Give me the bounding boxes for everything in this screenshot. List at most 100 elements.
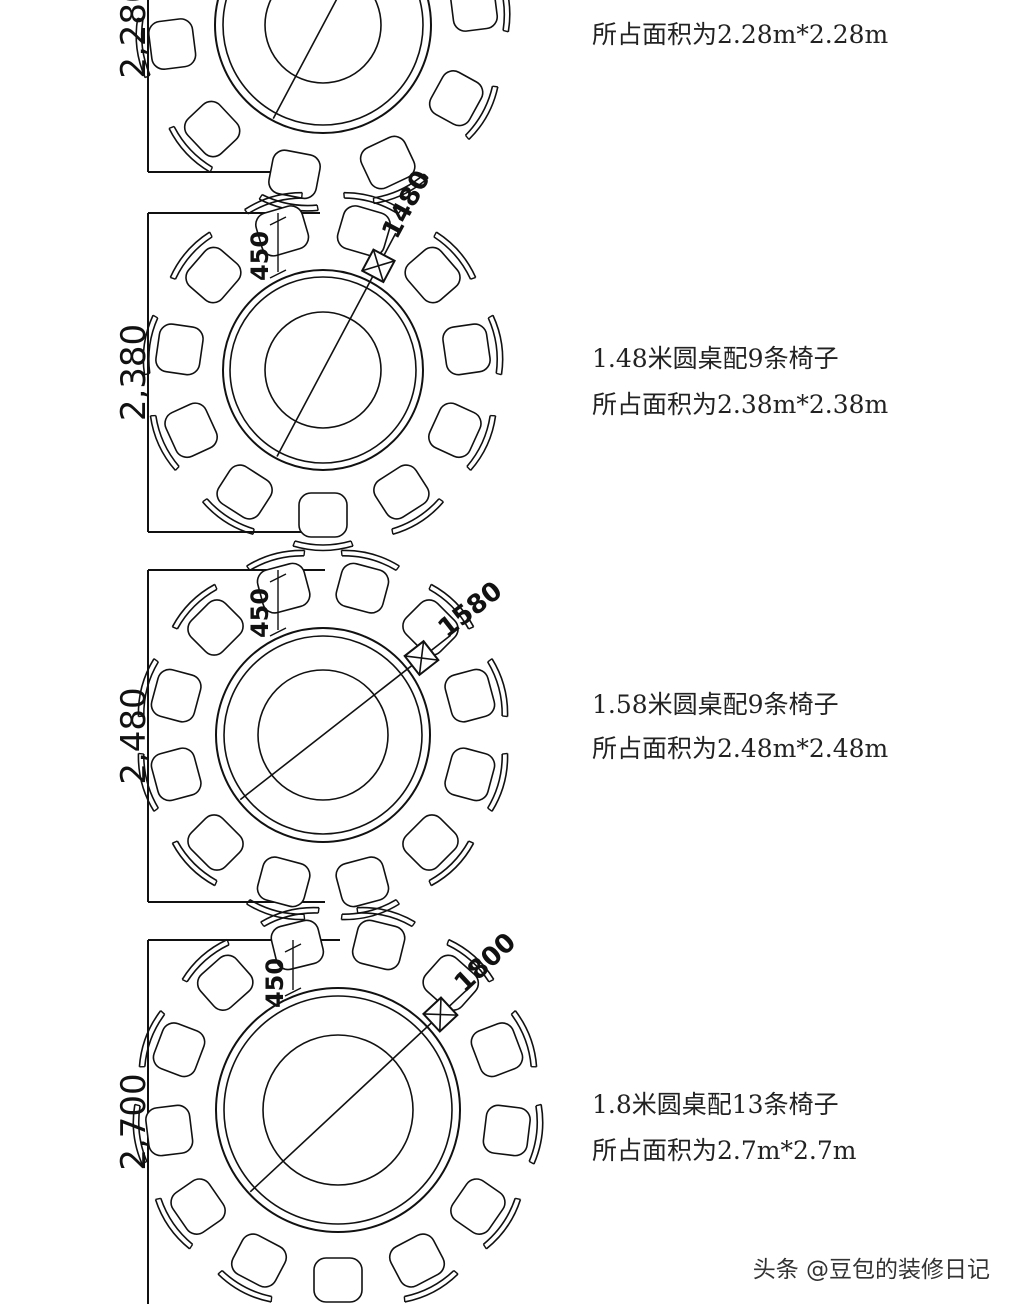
- chair-back-end: [340, 550, 343, 556]
- chair-back-end: [172, 626, 178, 630]
- chair-seat: [170, 1178, 226, 1235]
- chair-back-rail: [404, 1273, 459, 1303]
- chair-seat: [145, 1104, 194, 1157]
- chair-back-rail: [260, 906, 320, 923]
- chair-back-rail: [373, 177, 429, 205]
- chair-back: [482, 1198, 516, 1246]
- caption-2-line-1: 1.48米圆桌配9条椅子: [592, 344, 839, 373]
- chair-seat: [359, 135, 416, 190]
- chair-back: [342, 899, 397, 915]
- chair-back-end: [340, 914, 343, 920]
- chair-back-end: [468, 626, 474, 630]
- chair-back-end: [535, 1103, 542, 1107]
- chair-back-rail: [292, 545, 354, 552]
- chair: [137, 747, 202, 812]
- chair: [335, 856, 400, 921]
- diameter-line: [272, 0, 338, 119]
- chair-seat: [335, 856, 390, 908]
- chair-back-end: [502, 715, 508, 718]
- chair-back-rail: [485, 1199, 522, 1250]
- chair-back-end: [492, 85, 498, 88]
- chair-seat: [444, 747, 496, 802]
- chair-back-rail: [202, 501, 254, 536]
- chair: [359, 135, 429, 205]
- room-size-label: 2,480: [114, 687, 154, 784]
- room-size-label: 2,280: [114, 0, 154, 79]
- chair: [171, 583, 244, 656]
- chair-back-end: [397, 209, 402, 215]
- dimension-marker: [403, 639, 440, 677]
- chair-back: [221, 1269, 272, 1298]
- marker-cross: [438, 997, 442, 1032]
- chair-back-end: [510, 1010, 516, 1015]
- chair-seat: [185, 246, 242, 304]
- chair-back-end: [209, 231, 213, 238]
- chair-back-end: [343, 192, 346, 199]
- lazy-susan: [257, 669, 389, 801]
- chair-back-end: [181, 978, 188, 983]
- chair-back-rail: [500, 0, 511, 32]
- chair-back-end: [403, 1296, 406, 1302]
- chair-back: [487, 317, 499, 374]
- chair-back-end: [487, 807, 493, 812]
- chair-back-rail: [430, 842, 475, 887]
- chair-seat: [152, 1022, 206, 1078]
- chair-back-end: [160, 1010, 166, 1015]
- chair-back-end: [528, 1160, 535, 1165]
- chair-back-end: [246, 565, 251, 571]
- chair-back-end: [391, 528, 394, 535]
- chair-back: [495, 0, 506, 31]
- chair-back: [528, 1105, 539, 1162]
- chair-seat: [256, 856, 311, 908]
- chair: [351, 906, 416, 971]
- chair: [482, 1103, 544, 1165]
- chair-back-end: [155, 1197, 161, 1201]
- chair-back-end: [214, 584, 218, 590]
- chair-back-end: [466, 466, 472, 471]
- chair-back-end: [138, 752, 144, 755]
- chair-back-end: [482, 1243, 487, 1250]
- chair: [292, 492, 354, 552]
- chair-back-rail: [169, 231, 211, 278]
- caption-3-line-2: 所占面积为2.48m*2.48m: [592, 734, 889, 763]
- chair-back-rail: [491, 658, 509, 717]
- chair-back-end: [317, 907, 320, 914]
- chair-seat: [336, 205, 391, 257]
- chair-back-rail: [448, 938, 495, 980]
- chair: [335, 549, 400, 614]
- chair-back: [147, 317, 159, 374]
- lazy-susan: [264, 0, 382, 84]
- chair-back-end: [260, 921, 265, 927]
- chair-back-rail: [470, 415, 497, 471]
- chair: [444, 747, 509, 812]
- chair-back: [160, 1198, 194, 1246]
- chair-depth-tick: [284, 943, 302, 953]
- chair-back-end: [252, 528, 255, 535]
- chair-seat: [351, 919, 406, 971]
- chair: [137, 658, 202, 723]
- chair-back: [357, 912, 413, 928]
- chair-seat: [450, 1178, 506, 1235]
- chair-back: [510, 1013, 532, 1067]
- chair-back: [263, 912, 319, 928]
- chair-seat: [150, 747, 202, 802]
- chair: [168, 100, 241, 173]
- chair-back-end: [395, 565, 400, 571]
- chair-seat: [298, 492, 348, 538]
- chair-back-rail: [154, 1199, 191, 1250]
- chair-back-end: [152, 314, 159, 319]
- chair-back: [176, 840, 218, 882]
- chair-back-end: [411, 921, 416, 927]
- chair-back: [176, 588, 218, 630]
- chair-seat: [442, 323, 491, 376]
- chair-seat: [482, 1104, 531, 1157]
- caption-1-line-2: 所占面积为2.28m*2.28m: [592, 20, 889, 49]
- chair: [402, 583, 475, 656]
- chair-back: [143, 661, 159, 716]
- chair-back-end: [531, 1065, 537, 1068]
- chair-back-rail: [132, 1104, 143, 1165]
- chair-back-rail: [435, 231, 477, 278]
- chair-back-end: [209, 166, 214, 173]
